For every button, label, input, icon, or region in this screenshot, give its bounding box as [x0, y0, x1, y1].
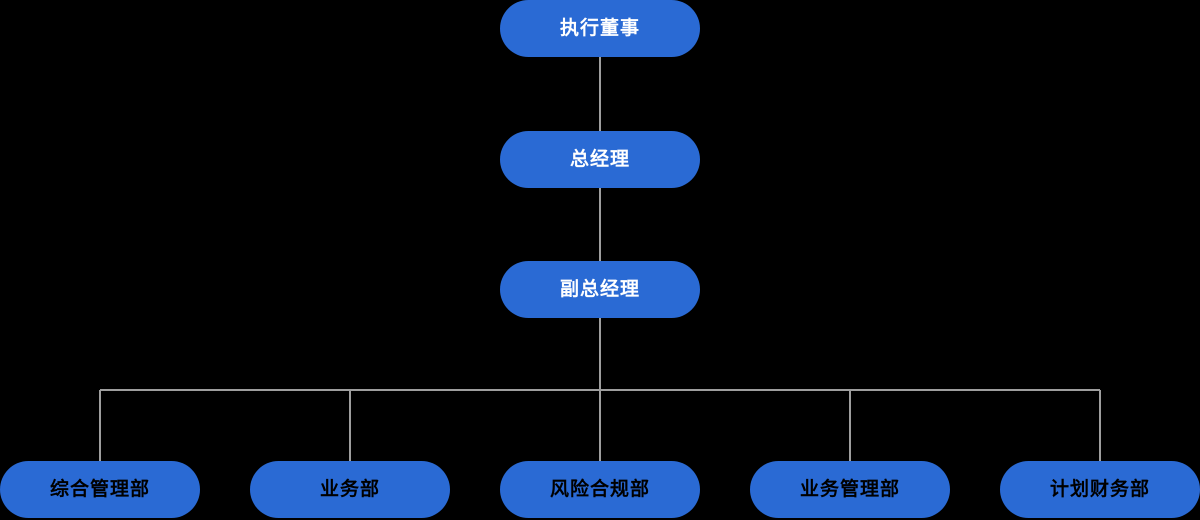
org-node-comprehensive-management-dept[interactable]: 综合管理部 [0, 461, 200, 518]
org-node-general-manager[interactable]: 总经理 [500, 131, 700, 188]
org-node-label: 业务管理部 [799, 479, 900, 500]
org-node-label: 业务部 [319, 479, 380, 500]
org-node-label: 执行董事 [559, 18, 640, 39]
org-node-label: 综合管理部 [49, 479, 150, 500]
org-node-risk-compliance-dept[interactable]: 风险合规部 [500, 461, 700, 518]
org-node-deputy-general-manager[interactable]: 副总经理 [500, 261, 700, 318]
org-node-business-management-dept[interactable]: 业务管理部 [750, 461, 950, 518]
org-node-label: 副总经理 [559, 279, 640, 300]
org-node-label: 计划财务部 [1049, 479, 1150, 500]
org-node-executive-director[interactable]: 执行董事 [500, 0, 700, 57]
org-node-planning-finance-dept[interactable]: 计划财务部 [1000, 461, 1200, 518]
org-node-business-dept[interactable]: 业务部 [250, 461, 450, 518]
org-node-label: 总经理 [569, 149, 630, 170]
org-node-label: 风险合规部 [549, 479, 650, 500]
